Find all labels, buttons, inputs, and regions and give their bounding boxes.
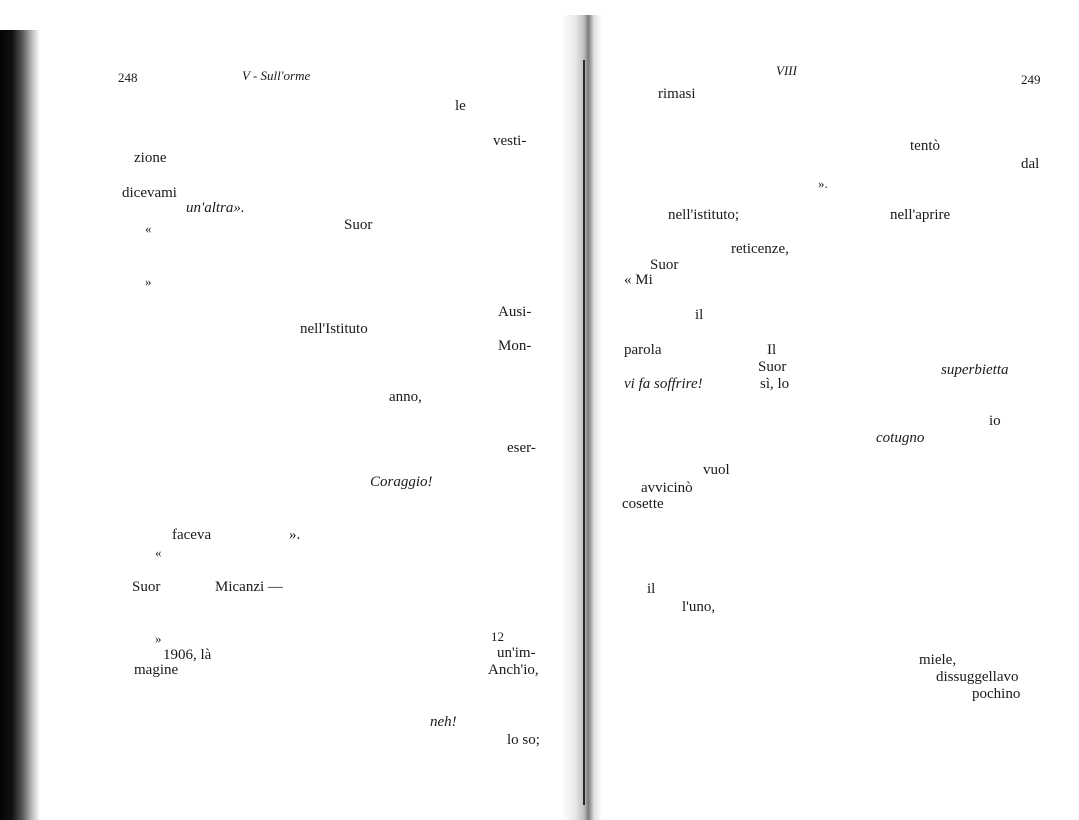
word: Micanzi — — [215, 579, 283, 595]
word: « — [145, 221, 152, 236]
word: lo so; — [507, 732, 540, 748]
right-page: VIII 249 rimasi tentò dal ». nell'istitu… — [600, 0, 1079, 820]
word: zione — [134, 150, 167, 166]
word: un'im- — [497, 645, 536, 661]
running-head: V - Sull'orme — [242, 68, 311, 83]
word: 12 — [491, 629, 504, 644]
word: « Mi — [624, 272, 653, 288]
word: » — [155, 631, 162, 646]
word: Suor — [344, 217, 373, 233]
word: superbietta — [941, 362, 1009, 378]
word: pochino — [972, 686, 1021, 702]
gutter-fold-line — [583, 60, 585, 805]
word: rimasi — [658, 86, 696, 102]
word: vuol — [703, 462, 730, 478]
word: le — [455, 98, 466, 114]
word: Coraggio! — [370, 474, 433, 490]
word: Suor — [758, 359, 787, 375]
word: anno, — [389, 389, 422, 405]
word: parola — [624, 342, 662, 358]
word: il — [695, 307, 704, 323]
word: 1906, là — [163, 647, 212, 663]
page-number: 249 — [1021, 72, 1041, 87]
word: vi fa soffrire! — [624, 376, 703, 392]
word: reticenze, — [731, 241, 789, 257]
word: magine — [134, 662, 179, 678]
running-head: VIII — [776, 63, 797, 78]
word: miele, — [919, 652, 957, 668]
word: tentò — [910, 138, 940, 154]
word: il — [647, 581, 656, 597]
word: ». — [289, 527, 301, 543]
word: sì, lo — [760, 376, 790, 392]
word: cotugno — [876, 430, 925, 446]
center-gutter-shadow — [562, 15, 602, 820]
word: Ausi- — [498, 304, 532, 320]
word: dissuggellavo — [936, 669, 1019, 685]
word: Anch'io, — [488, 662, 539, 678]
word: avvicinò — [641, 480, 693, 496]
word: dicevami — [122, 185, 177, 201]
word: nell'Istituto — [300, 321, 368, 337]
left-binding-shadow — [0, 30, 40, 820]
page-number: 248 — [118, 70, 138, 85]
left-page: 248 V - Sull'orme le vesti- zione diceva… — [118, 68, 540, 748]
word: io — [989, 413, 1001, 429]
word: vesti- — [493, 133, 527, 149]
word: » — [145, 274, 152, 289]
word: « — [155, 545, 162, 560]
word: Suor — [132, 579, 161, 595]
word: Suor — [650, 257, 679, 273]
word: Mon- — [498, 338, 532, 354]
word: cosette — [622, 496, 664, 512]
word: dal — [1021, 156, 1040, 172]
word: un'altra». — [186, 200, 245, 216]
word: eser- — [507, 440, 536, 456]
word: Il — [767, 342, 777, 358]
word: l'uno, — [682, 599, 716, 615]
word: nell'istituto; — [668, 207, 740, 223]
word: nell'aprire — [890, 207, 951, 223]
word: neh! — [430, 714, 457, 730]
word: ». — [818, 176, 828, 191]
word: faceva — [172, 527, 212, 543]
